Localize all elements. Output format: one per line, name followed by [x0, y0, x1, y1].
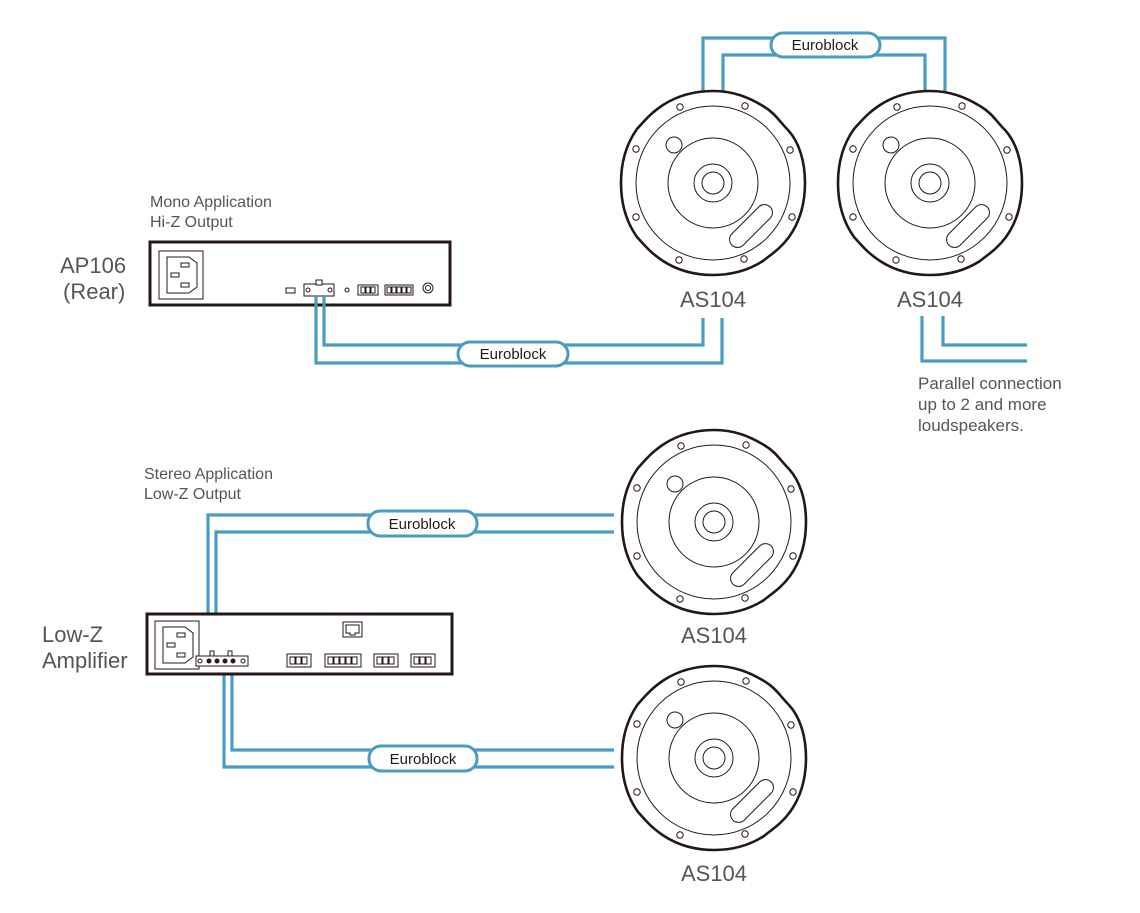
- speaker-3: AS104: [620, 428, 808, 648]
- cable-ap106-to-speaker1: Euroblock: [314, 296, 724, 368]
- speaker-icon: [836, 89, 1024, 277]
- ap106-output-label: Hi-Z Output: [150, 214, 233, 231]
- terminal-5pin: [384, 284, 414, 296]
- amplifier-output-label: Low-Z Output: [144, 486, 241, 503]
- speaker-icon: [620, 428, 808, 616]
- terminal-3pin: [286, 653, 312, 668]
- ethernet-port-icon: [342, 621, 363, 638]
- amplifier-rear-panel: [145, 612, 454, 676]
- switch-icon: [285, 287, 296, 294]
- speaker-label: AS104: [680, 287, 746, 312]
- ap106-rear-panel: [148, 240, 452, 307]
- speaker-icon: [619, 89, 807, 277]
- speaker-output-connector: [195, 650, 249, 667]
- speaker-label: AS104: [897, 287, 963, 312]
- amplifier-application-label: Stereo Application: [144, 466, 273, 483]
- speaker-2: AS104: [836, 89, 1024, 312]
- speaker-1: AS104: [619, 89, 807, 312]
- euroblock-tag: [367, 744, 479, 773]
- ap106-subtitle: (Rear): [63, 279, 125, 304]
- ap106-application-label: Mono Application: [150, 194, 272, 211]
- amplifier-subtitle: Amplifier: [42, 648, 128, 673]
- parallel-connection-note: Parallel connection up to 2 and more lou…: [918, 374, 1062, 435]
- speaker-label: AS104: [681, 623, 747, 648]
- svg-text:loudspeakers.: loudspeakers.: [918, 416, 1024, 435]
- speaker-label: AS104: [681, 861, 747, 886]
- jack-icon: [422, 282, 434, 294]
- amplifier-name: Low-Z: [42, 622, 103, 647]
- svg-text:Parallel connection: Parallel connection: [918, 374, 1062, 393]
- euroblock-tag: [366, 509, 479, 538]
- cable-speaker1-to-speaker2: Euroblock: [701, 31, 947, 92]
- euroblock-tag-label: Euroblock: [480, 346, 547, 363]
- speaker-4: AS104: [620, 664, 808, 886]
- cable-amplifier-to-speaker4: Euroblock: [222, 664, 614, 773]
- terminal-3pin: [373, 653, 399, 668]
- terminal-5pin: [324, 653, 362, 668]
- euroblock-tag-label: Euroblock: [792, 37, 859, 54]
- ap106-name: AP106: [60, 253, 126, 278]
- terminal-3pin: [410, 653, 436, 668]
- euroblock-tag-label: Euroblock: [389, 516, 456, 533]
- euroblock-tag-label: Euroblock: [390, 751, 457, 768]
- euroblock-tag: [769, 31, 882, 59]
- cable-amplifier-to-speaker3: Euroblock: [206, 509, 614, 660]
- led-icon: [344, 287, 350, 293]
- terminal-3pin: [357, 284, 379, 296]
- power-inlet-icon: [158, 250, 204, 300]
- euroblock-output-connector: [303, 279, 335, 297]
- power-inlet-icon: [154, 620, 200, 670]
- cable-parallel-extension: [920, 316, 1027, 363]
- speaker-icon: [620, 664, 808, 852]
- svg-text:up to 2 and more: up to 2 and more: [918, 395, 1047, 414]
- euroblock-tag: [456, 340, 570, 368]
